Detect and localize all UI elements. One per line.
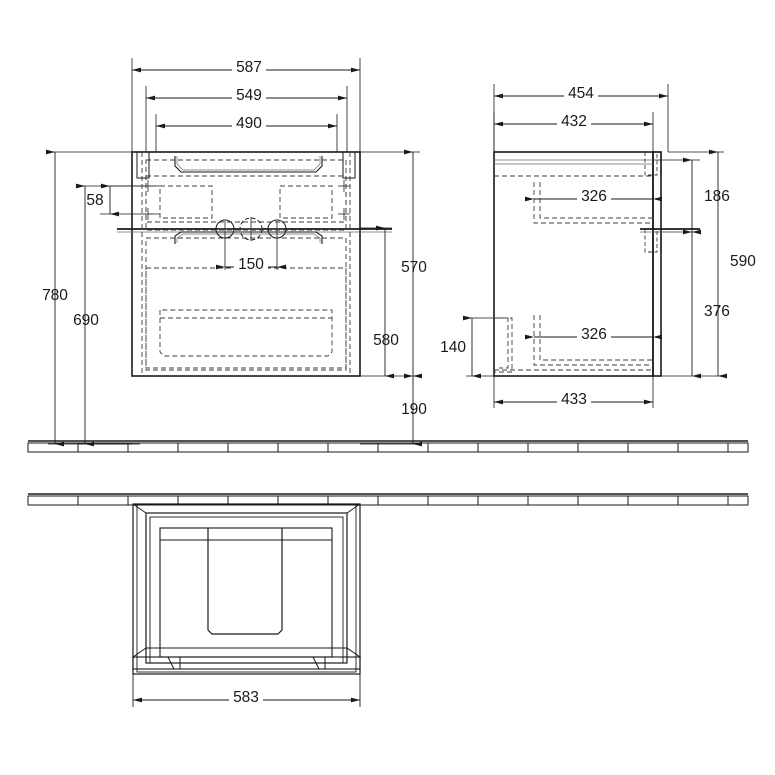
side-handle-profiles: [644, 152, 658, 253]
dim-326-upper: 326: [581, 188, 607, 205]
plan-centre-pull: [207, 528, 283, 635]
front-hidden-geometry: [141, 152, 351, 376]
plan-dimension-labels: 583: [229, 688, 263, 706]
side-dimensions: [463, 93, 727, 405]
front-fixing-crosses: [142, 180, 350, 220]
dim-433: 433: [561, 391, 587, 408]
front-top-handle: [174, 156, 323, 173]
side-hidden-geometry: [494, 175, 653, 373]
side-elevation-view: [466, 84, 724, 408]
plan-view: [131, 503, 362, 675]
plan-plinth: [131, 647, 362, 658]
dim-454: 454: [568, 85, 594, 102]
plan-perspective-edges: [132, 503, 361, 648]
dim-150: 150: [238, 256, 264, 273]
dim-780: 780: [42, 287, 68, 304]
front-tap-holes: [215, 217, 287, 241]
plan-drawer-front: [159, 527, 333, 658]
dim-140: 140: [440, 339, 466, 356]
front-bottom-handle-inner: [176, 233, 321, 243]
plan-foot-right: [312, 656, 326, 670]
dim-549: 549: [236, 87, 262, 104]
dim-583: 583: [233, 689, 259, 706]
dim-376: 376: [704, 303, 730, 320]
floor-band-lower: [27, 493, 749, 506]
side-front-panel: [652, 151, 662, 377]
plan-foot-left: [167, 656, 181, 670]
dim-432: 432: [561, 113, 587, 130]
plan-front-face: [145, 512, 348, 664]
front-wall-brackets: [136, 152, 356, 179]
side-extension-lines: [466, 84, 724, 408]
dim-587: 587: [236, 59, 262, 76]
front-bottom-handle: [174, 231, 323, 244]
dim-590: 590: [730, 253, 756, 270]
plan-plinth-band: [132, 656, 361, 670]
front-top-handle-inner: [176, 156, 321, 171]
floor-band-upper: [27, 440, 749, 453]
front-carcass-outline: [131, 151, 361, 377]
dim-570: 570: [401, 259, 427, 276]
dim-58: 58: [86, 192, 103, 209]
side-dimension-labels: 454 432 433 326 326 186 376 590 140: [440, 84, 756, 408]
plan-outer-rear-2: [136, 503, 357, 673]
plan-front-face-2: [149, 516, 344, 664]
side-carcass-outline: [493, 151, 654, 377]
front-dimension-labels: 587 549 490 150 58 780 690 570 580 190: [42, 58, 427, 418]
dim-186: 186: [704, 188, 730, 205]
dim-490: 490: [236, 115, 262, 132]
dim-690: 690: [73, 312, 99, 329]
dim-326-lower: 326: [581, 326, 607, 343]
dim-190: 190: [401, 401, 427, 418]
dim-580: 580: [373, 332, 399, 349]
